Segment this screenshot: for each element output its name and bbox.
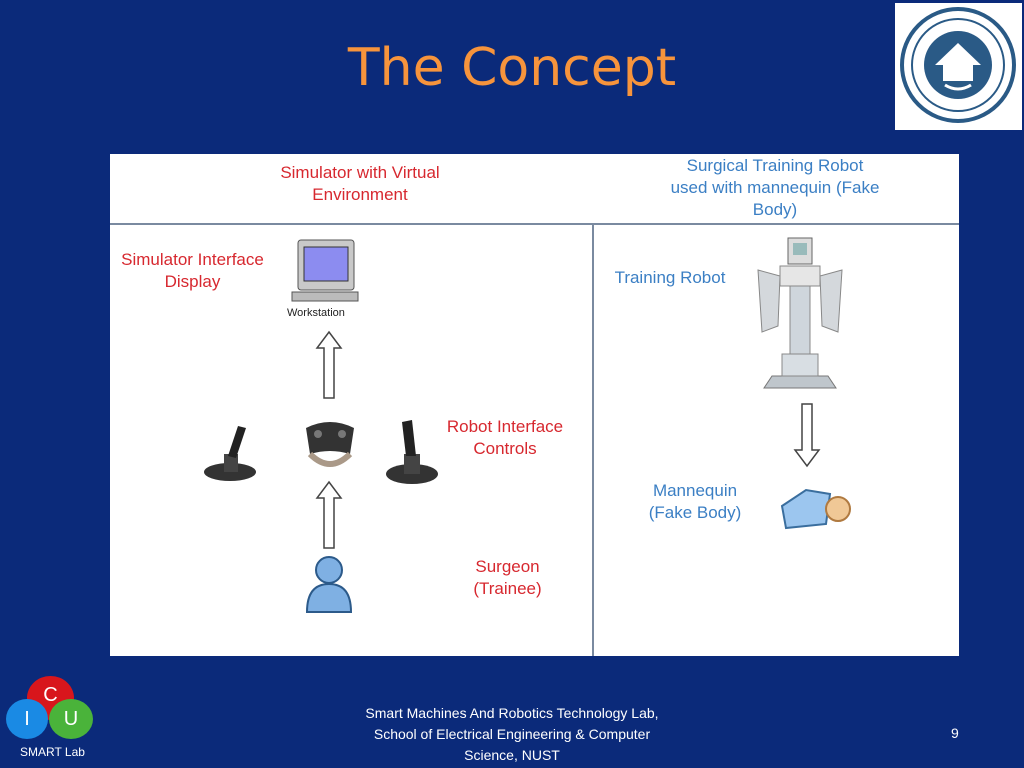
right-header: Surgical Training Robot used with manneq… xyxy=(670,156,880,219)
concept-diagram: Simulator with Virtual Environment Surgi… xyxy=(110,154,959,656)
up-arrow-lower xyxy=(315,480,343,549)
gamepad-icon xyxy=(306,422,354,467)
simulator-display-label: Simulator Interface Display xyxy=(121,250,264,291)
surgeon-icon xyxy=(305,556,353,613)
surgeon-label: Surgeon (Trainee) xyxy=(473,557,542,598)
lab-name: SMART Lab xyxy=(20,745,85,759)
logo-circle-u: U xyxy=(49,699,93,739)
slide-title: The Concept xyxy=(347,38,677,98)
left-header: Simulator with Virtual Environment xyxy=(280,163,440,204)
footer-text: Smart Machines And Robotics Technology L… xyxy=(365,705,659,763)
down-arrow xyxy=(793,403,821,468)
up-arrow-upper xyxy=(315,330,343,399)
header-divider xyxy=(110,223,959,225)
robot-icon xyxy=(757,237,843,389)
mannequin-icon xyxy=(780,488,851,530)
mannequin-label: Mannequin (Fake Body) xyxy=(648,481,742,522)
logo-circle-i: I xyxy=(6,699,48,739)
workstation-caption: Workstation xyxy=(287,307,345,319)
column-divider xyxy=(592,225,594,656)
page-number: 9 xyxy=(951,725,959,741)
joystick-icon xyxy=(204,426,256,481)
joystick-icon xyxy=(386,420,438,484)
robot-controls-label: Robot Interface Controls xyxy=(446,417,564,458)
university-logo xyxy=(895,3,1022,130)
training-robot-label: Training Robot xyxy=(614,268,726,287)
workstation-icon xyxy=(291,239,359,302)
university-seal-icon xyxy=(900,7,1016,123)
